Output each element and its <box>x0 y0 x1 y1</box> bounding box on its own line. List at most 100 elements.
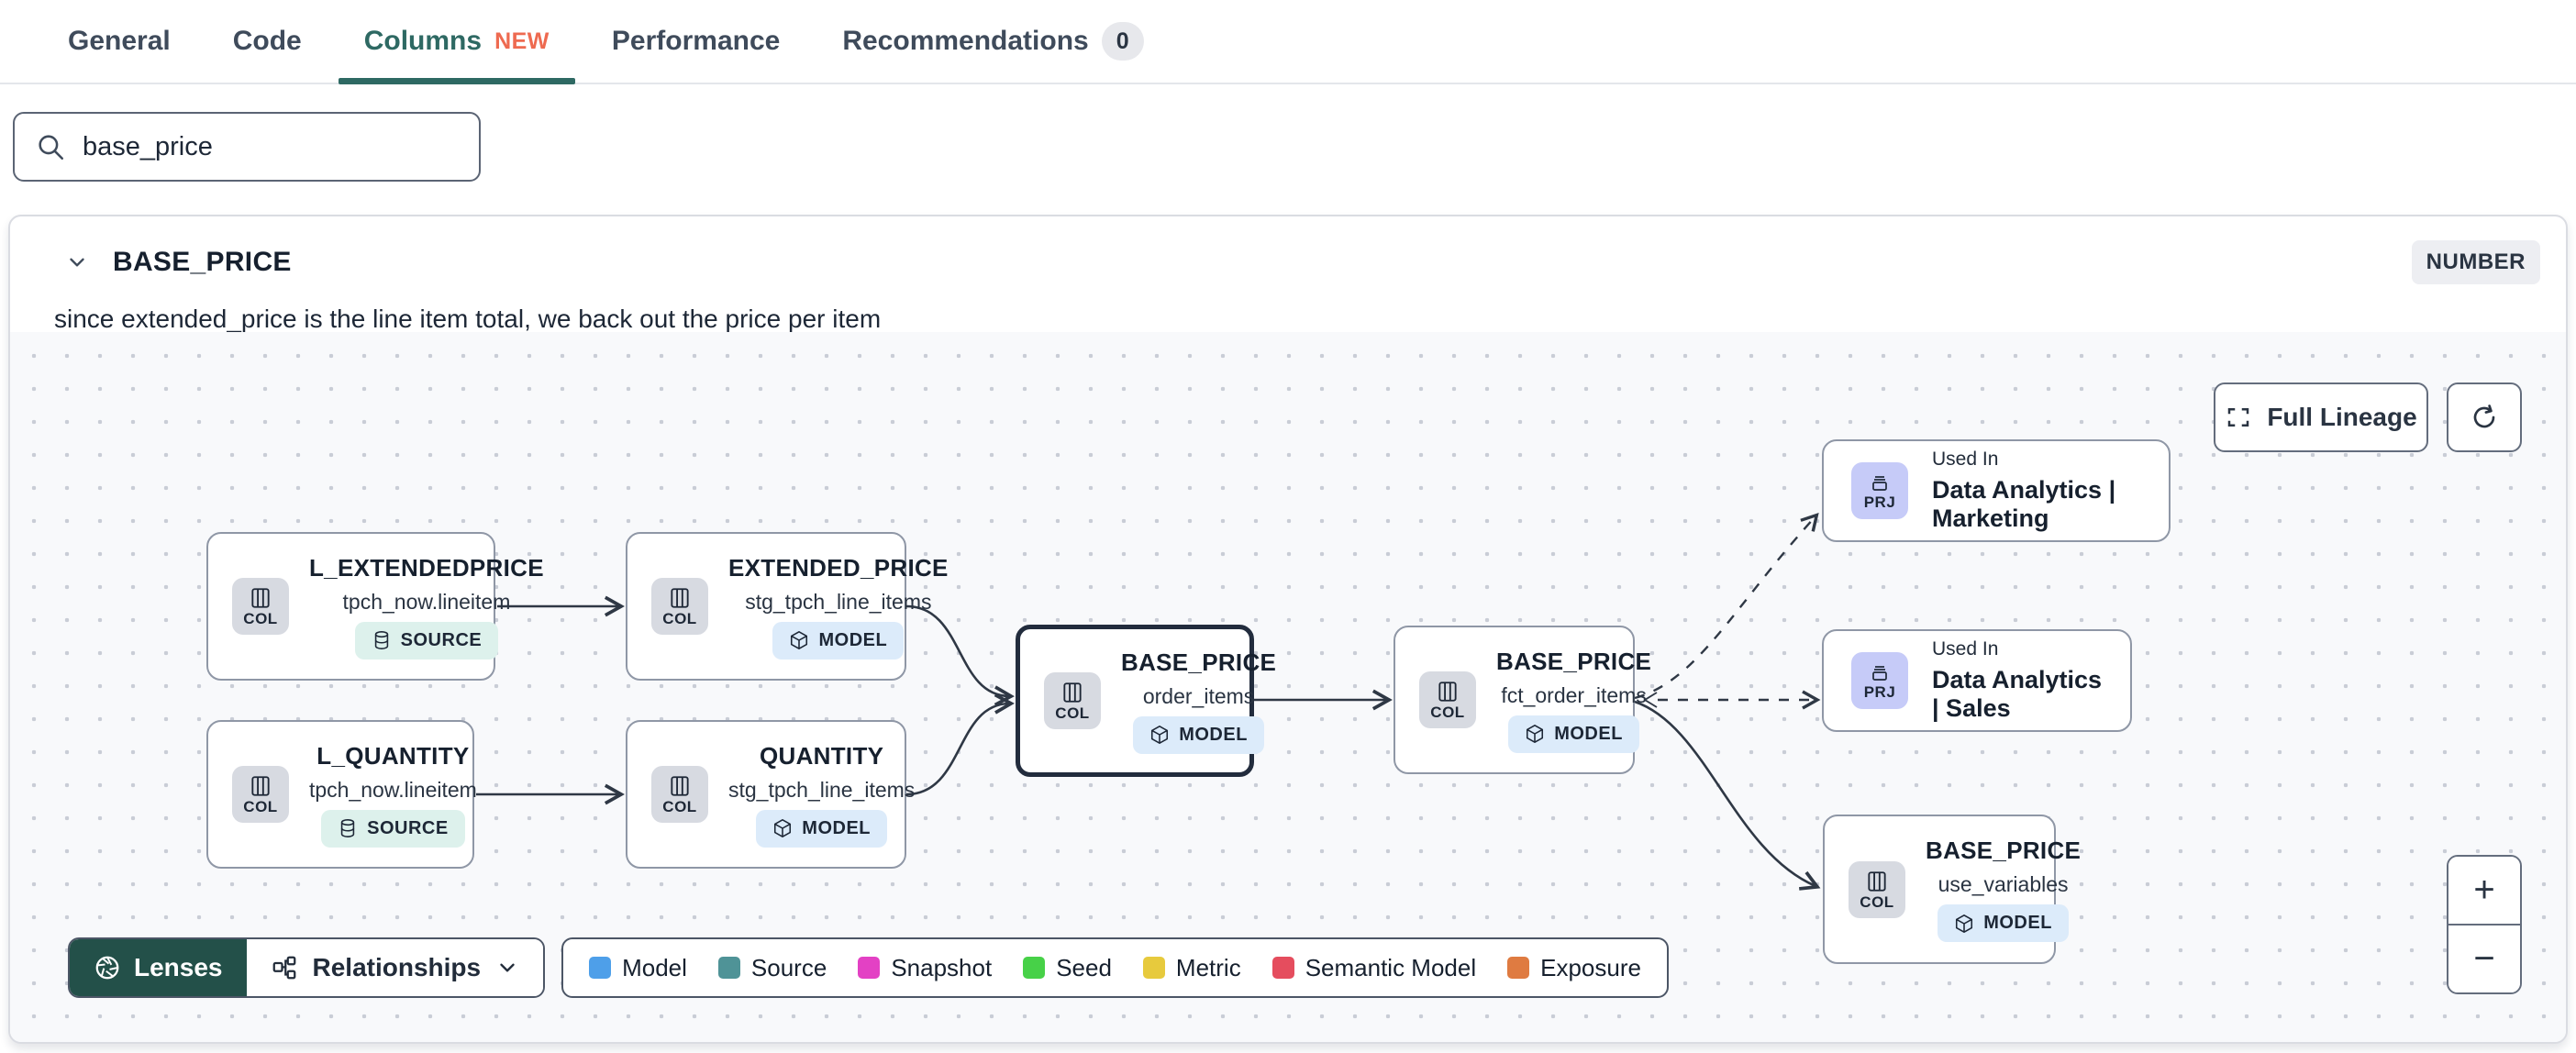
relationships-dropdown[interactable]: Relationships <box>246 939 544 996</box>
node-subtitle: stg_tpch_line_items <box>745 589 932 614</box>
lineage-node-base-price-order-items[interactable]: COL BASE_PRICE order_items MODEL <box>1016 625 1276 777</box>
legend-item-model: Model <box>589 954 687 982</box>
column-icon: COL <box>651 766 708 823</box>
source-badge: SOURCE <box>321 809 465 848</box>
node-kind-label: COL <box>1055 704 1090 722</box>
lineage-node-base-price-fct-order-items[interactable]: COL BASE_PRICE fct_order_items MODEL <box>1393 626 1651 774</box>
panel-header: BASE_PRICE NUMBER <box>10 216 2566 284</box>
legend-swatch <box>1023 957 1046 979</box>
node-type-legend: Model Source Snapshot Seed Metric Semant… <box>561 937 1669 998</box>
tab-label: Recommendations <box>842 26 1089 56</box>
legend-item-exposure: Exposure <box>1507 954 1641 982</box>
model-badge: MODEL <box>1508 715 1639 753</box>
column-panel: BASE_PRICE NUMBER since extended_price i… <box>8 215 2568 1044</box>
node-title: BASE_PRICE <box>1496 647 1652 675</box>
lineage-node-extended-price[interactable]: COL EXTENDED_PRICE stg_tpch_line_items M… <box>626 532 948 681</box>
archive-icon <box>1872 476 1887 491</box>
search-icon <box>39 135 64 161</box>
legend-label: Seed <box>1056 953 1112 981</box>
badge-label: MODEL <box>818 629 888 650</box>
legend-label: Metric <box>1175 953 1241 981</box>
zoom-out-button[interactable]: − <box>2448 926 2520 992</box>
relationships-icon <box>272 956 295 980</box>
lineage-node-exposure-marketing[interactable]: PRJ Used In Data Analytics | Marketing <box>1822 439 2171 542</box>
lineage-node-l-quantity[interactable]: COL L_QUANTITY tpch_now.lineitem SOURCE <box>206 720 477 869</box>
node-title: Data Analytics | Marketing <box>1932 476 2116 532</box>
legend-swatch <box>1507 957 1530 979</box>
chevron-down-icon[interactable] <box>65 250 89 274</box>
legend-label: Semantic Model <box>1305 953 1477 981</box>
search-input[interactable] <box>83 131 459 162</box>
node-title: EXTENDED_PRICE <box>728 553 949 582</box>
tab-performance[interactable]: Performance <box>581 0 811 83</box>
database-icon <box>374 631 388 649</box>
badge-label: SOURCE <box>367 817 449 838</box>
database-icon <box>340 819 355 837</box>
node-subtitle: order_items <box>1142 683 1255 708</box>
node-title: L_EXTENDEDPRICE <box>309 553 544 582</box>
aperture-icon <box>95 956 119 980</box>
badge-label: SOURCE <box>400 629 483 650</box>
lineage-edges <box>476 512 1821 891</box>
node-kind-label: COL <box>243 798 278 815</box>
node-kind-label: COL <box>1860 892 1894 911</box>
node-subtitle: fct_order_items <box>1501 682 1647 707</box>
chevron-down-icon <box>500 963 515 972</box>
lineage-node-l-extendedprice[interactable]: COL L_EXTENDEDPRICE tpch_now.lineitem SO… <box>206 532 544 681</box>
badge-label: MODEL <box>1554 723 1623 744</box>
tab-label: Columns <box>363 26 483 56</box>
node-kind-label: COL <box>662 610 697 627</box>
expand-icon <box>2228 408 2249 427</box>
node-kind-label: COL <box>243 610 278 627</box>
lenses-button[interactable]: Lenses <box>70 939 247 996</box>
tab-code[interactable]: Code <box>202 0 333 83</box>
lenses-label: Lenses <box>134 953 223 981</box>
legend-item-seed: Seed <box>1023 954 1112 982</box>
legend-item-source: Source <box>717 954 827 982</box>
column-icon: COL <box>232 578 289 635</box>
canvas-toolbar: Lenses Relationships Model Source Snapsh… <box>68 937 1669 998</box>
full-lineage-button[interactable]: Full Lineage <box>2214 382 2428 452</box>
column-icon: COL <box>651 578 708 635</box>
zoom-in-button[interactable]: + <box>2448 857 2520 926</box>
node-kind-label: PRJ <box>1863 683 1896 701</box>
lineage-node-quantity[interactable]: COL QUANTITY stg_tpch_line_items MODEL <box>626 720 915 869</box>
used-in-label: Used In <box>1932 449 1999 470</box>
column-icon: COL <box>1044 672 1101 729</box>
lineage-canvas[interactable]: COL L_EXTENDEDPRICE tpch_now.lineitem SO… <box>10 332 2566 1042</box>
badge-label: MODEL <box>1983 913 2052 933</box>
legend-item-metric: Metric <box>1142 953 1241 982</box>
legend-label: Exposure <box>1540 953 1641 981</box>
node-subtitle: tpch_now.lineitem <box>309 777 477 802</box>
column-icon: COL <box>232 766 289 823</box>
legend-item-semantic-model: Semantic Model <box>1271 953 1477 982</box>
node-title: BASE_PRICE <box>1121 648 1277 676</box>
badge-label: MODEL <box>1179 724 1248 745</box>
model-badge: MODEL <box>1938 904 2069 942</box>
node-kind-label: PRJ <box>1863 493 1896 511</box>
tab-general[interactable]: General <box>37 0 202 83</box>
node-title: QUANTITY <box>760 741 884 770</box>
cube-icon <box>774 819 792 837</box>
legend-swatch <box>1271 957 1294 979</box>
node-subtitle: tpch_now.lineitem <box>342 589 511 614</box>
relationships-label: Relationships <box>312 953 482 981</box>
column-icon: COL <box>1419 671 1476 728</box>
lineage-node-base-price-use-variables[interactable]: COL BASE_PRICE use_variables MODEL <box>1823 815 2081 964</box>
lineage-node-exposure-sales[interactable]: PRJ Used In Data Analytics | Sales <box>1822 629 2132 732</box>
refresh-button[interactable] <box>2447 382 2522 452</box>
count-badge: 0 <box>1101 22 1144 61</box>
archive-icon <box>1872 666 1887 681</box>
tab-recommendations[interactable]: Recommendations 0 <box>811 0 1174 83</box>
node-title: BASE_PRICE <box>1926 837 2082 864</box>
data-type-badge: NUMBER <box>2411 240 2540 284</box>
node-subtitle: use_variables <box>1938 872 2069 896</box>
search-box[interactable] <box>13 112 481 182</box>
legend-label: Snapshot <box>891 953 993 981</box>
tab-columns[interactable]: Columns NEW <box>333 0 581 84</box>
node-subtitle: stg_tpch_line_items <box>728 777 916 802</box>
used-in-label: Used In <box>1932 638 1999 660</box>
lens-group: Lenses Relationships <box>68 937 546 998</box>
zoom-control: + − <box>2447 855 2522 994</box>
node-kind-label: COL <box>1430 704 1465 721</box>
